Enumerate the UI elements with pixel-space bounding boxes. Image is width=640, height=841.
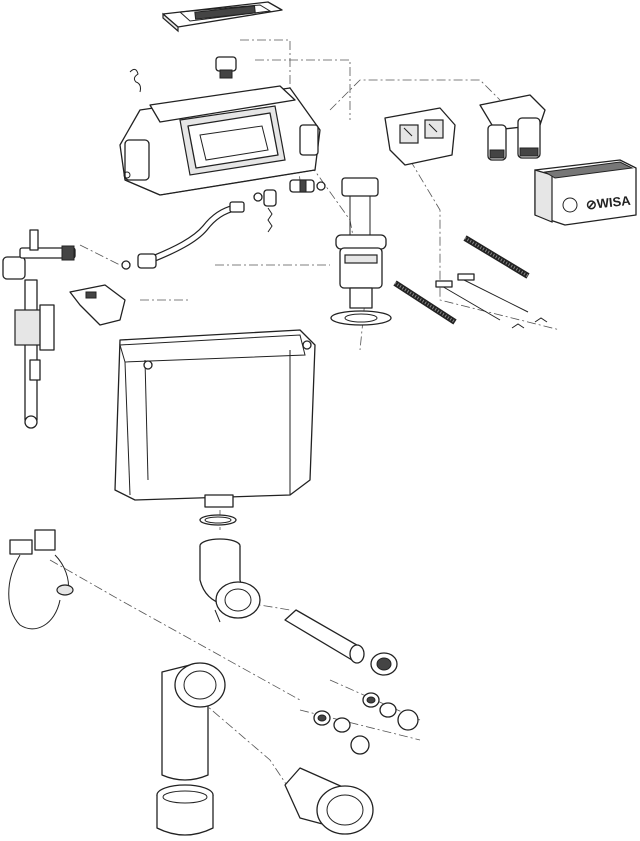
clip [129,68,141,93]
bracket [69,284,126,326]
fill-valve [2,229,76,429]
o-ring [199,514,237,526]
actuator-block [384,107,456,166]
air-valve [215,56,237,79]
svg-text:⊘WISA: ⊘WISA [585,193,632,213]
cistern-lid-frame [119,85,321,196]
wall-clamp [8,529,74,630]
outlet-bend [199,538,261,623]
flexible-hose [121,201,245,270]
flush-pipe [284,609,365,664]
threaded-rods [393,235,530,325]
actuator-double [479,94,546,161]
pan-connector [284,767,374,835]
flush-plate [162,1,283,33]
pan-bend [161,662,226,781]
pipe-seal [370,652,398,676]
service-box: ⊘WISA [534,159,637,226]
connector [253,179,326,233]
flush-valve [330,177,392,326]
cone-seals [313,692,419,755]
pull-rods [435,273,548,329]
pan-sleeve [156,784,214,836]
cistern-tank [114,329,316,508]
